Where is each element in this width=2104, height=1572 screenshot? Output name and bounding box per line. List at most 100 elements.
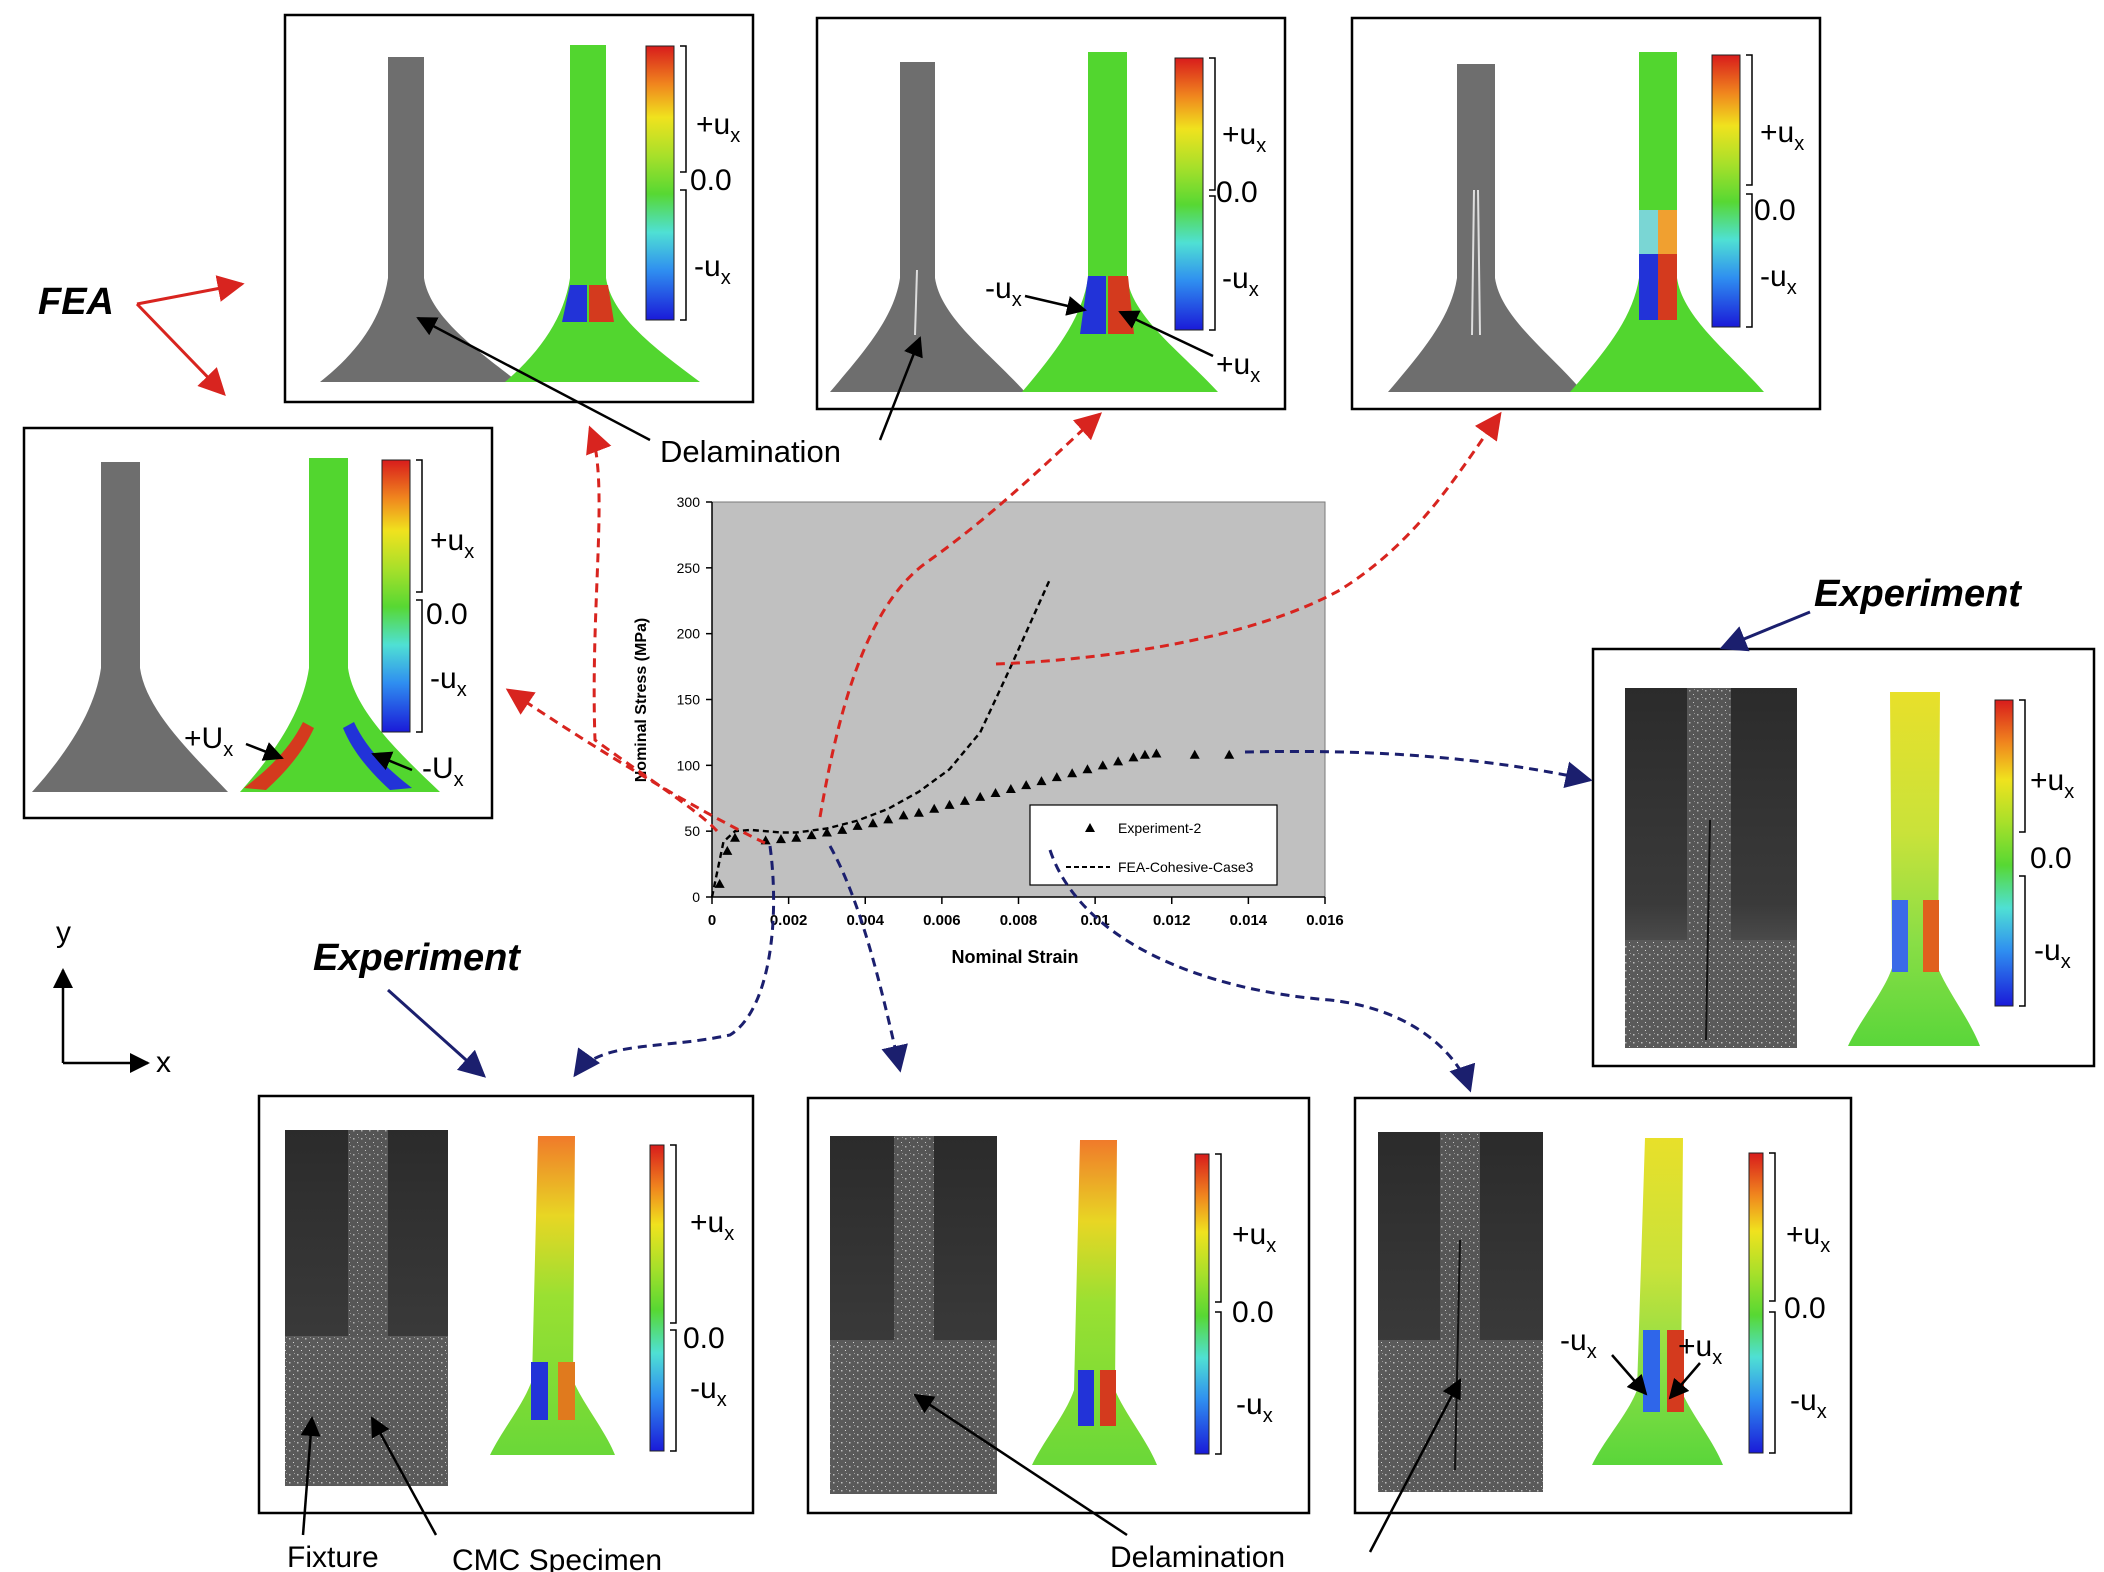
data-point-experiment-2: [944, 799, 955, 809]
data-point-experiment-2: [1067, 768, 1078, 778]
fea-specimen-gray-1: [320, 57, 518, 382]
annotation-arrows: [245, 294, 1701, 1553]
data-point-experiment-2: [791, 832, 802, 842]
experiment-panel-2: [806, 1096, 1311, 1515]
delamination-label-top: Delamination: [660, 434, 841, 469]
experiment-field-3: [1592, 1138, 1723, 1465]
svg-text:+ux: +ux: [1760, 116, 1804, 155]
data-point-experiment-2: [898, 810, 909, 820]
colorbar-3: [1711, 54, 1741, 328]
experiment-field-2: [1032, 1140, 1157, 1465]
legend-label-fea: FEA-Cohesive-Case3: [1118, 859, 1254, 875]
fea-field-1: [505, 45, 700, 382]
data-point-experiment-2: [729, 832, 740, 842]
experiment-label-right: Experiment: [1814, 573, 2022, 615]
fea-field-4: [240, 458, 440, 792]
svg-text:+ux: +ux: [2030, 764, 2074, 803]
y-tick-label: 200: [677, 626, 701, 642]
svg-text:-ux: -ux: [1790, 1384, 1827, 1423]
svg-text:-ux: -ux: [2034, 934, 2071, 973]
data-point-experiment-2: [867, 818, 878, 828]
data-point-experiment-2: [975, 791, 986, 801]
colorbar-2: [1174, 57, 1204, 331]
experiment-label-bottom: Experiment: [313, 937, 521, 979]
svg-text:-ux: -ux: [1222, 262, 1259, 301]
data-point-experiment-2: [929, 803, 940, 813]
data-point-experiment-2: [883, 814, 894, 824]
data-point-experiment-2: [714, 878, 725, 888]
data-point-experiment-2: [1051, 772, 1062, 782]
data-point-experiment-2: [1113, 756, 1124, 766]
scale-labels: +ux 0.0 -ux +ux 0.0 -ux -ux +ux +ux 0.0 …: [184, 108, 2074, 1427]
y-tick-label: 250: [677, 560, 701, 576]
data-point-experiment-2: [806, 830, 817, 840]
experiment-field-1: [490, 1136, 615, 1455]
data-point-experiment-2: [1189, 749, 1200, 759]
fea-label: FEA: [38, 281, 114, 323]
svg-text:-ux: -ux: [985, 272, 1022, 311]
svg-text:0.0: 0.0: [1216, 176, 1258, 209]
colorbar-4: [381, 459, 411, 733]
svg-text:-ux: -ux: [430, 662, 467, 701]
experiment-label-arrow-bottom: [386, 988, 487, 1078]
data-point-experiment-2: [852, 820, 863, 830]
svg-text:+ux: +ux: [696, 108, 740, 147]
data-point-experiment-2: [1128, 752, 1139, 762]
data-point-experiment-2: [1097, 760, 1108, 770]
svg-text:+ux: +ux: [1222, 118, 1266, 157]
svg-text:0.0: 0.0: [1232, 1296, 1274, 1329]
svg-text:0.0: 0.0: [690, 164, 732, 197]
x-tick-label: 0.006: [923, 912, 961, 929]
coordinate-axes: [53, 968, 150, 1073]
axis-y-label: y: [56, 916, 71, 949]
data-point-experiment-2: [837, 824, 848, 834]
x-tick-label: 0.004: [846, 912, 884, 929]
data-point-experiment-2: [1082, 764, 1093, 774]
svg-text:+ux: +ux: [690, 1206, 734, 1245]
svg-text:+ux: +ux: [1216, 348, 1260, 387]
fixture-label: Fixture: [287, 1541, 379, 1572]
fea-label-arrow-upper: [136, 275, 245, 306]
fea-connectors: [135, 275, 1502, 845]
svg-text:0.0: 0.0: [426, 598, 468, 631]
svg-text:0.0: 0.0: [683, 1322, 725, 1355]
svg-text:-ux: -ux: [1560, 1324, 1597, 1363]
legend-label-experiment-2: Experiment-2: [1118, 820, 1201, 836]
fea-panel-3: [1350, 16, 1822, 411]
legend: Experiment-2 FEA-Cohesive-Case3: [1029, 804, 1278, 886]
axis-x-label: x: [156, 1046, 171, 1079]
data-point-experiment-2: [821, 827, 832, 837]
x-tick-label: 0.002: [770, 912, 808, 929]
colorbar-6: [649, 1144, 665, 1452]
x-axis-label: Nominal Strain: [951, 947, 1078, 967]
svg-text:-ux: -ux: [694, 250, 731, 289]
x-tick-label: 0.014: [1230, 912, 1268, 929]
fea-specimen-gray-4: [32, 462, 228, 792]
fea-panel-4: [22, 426, 494, 820]
colorbar-1: [645, 45, 675, 321]
colorbar-7: [1194, 1153, 1210, 1455]
data-point-experiment-2: [959, 795, 970, 805]
delamination-label-bottom: Delamination: [1110, 1541, 1285, 1572]
x-tick-label: 0.012: [1153, 912, 1191, 929]
experiment-connectors: [386, 610, 1811, 1093]
fea-label-arrow-lower: [135, 302, 226, 396]
cmc-specimen-label: CMC Specimen: [452, 1544, 662, 1572]
x-tick-label: 0.008: [1000, 912, 1038, 929]
data-point-experiment-2: [913, 807, 924, 817]
data-point-experiment-2: [1036, 776, 1047, 786]
colorbar-5: [1994, 699, 2014, 1007]
data-point-experiment-2: [990, 787, 1001, 797]
svg-text:+ux: +ux: [1786, 1218, 1830, 1257]
fea-panel-1: [283, 13, 755, 404]
experiment-label-arrow-right: [1719, 610, 1811, 652]
svg-text:-ux: -ux: [1760, 260, 1797, 299]
experiment-panel-1: [257, 1094, 755, 1515]
fea-specimen-gray-3: [1388, 64, 1583, 392]
data-point-experiment-2: [722, 845, 733, 855]
series-experiment-2: [714, 748, 1235, 888]
experiment-panel-3: [1353, 1096, 1853, 1515]
